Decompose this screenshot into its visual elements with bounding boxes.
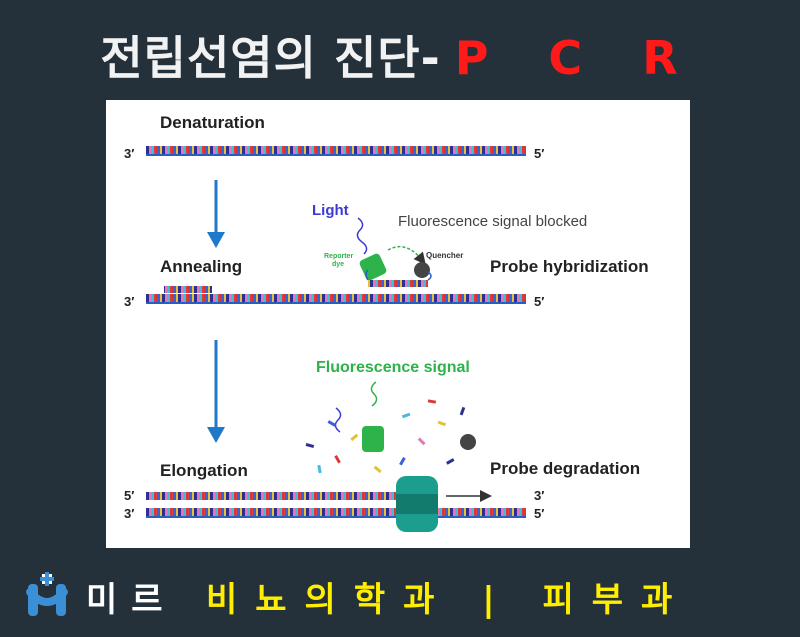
probe-strand [365,269,432,287]
stage-annealing-label: Annealing [160,257,242,276]
strand-end-3-label: 3′ [534,488,544,503]
probe-degradation-label: Probe degradation [490,459,640,478]
stage-denaturation-label: Denaturation [160,113,265,132]
title-accent: P C R [454,31,700,85]
primer [164,286,212,293]
dna-strand [146,294,526,304]
reporter-dye-icon [359,253,387,281]
signal-label: Fluorescence signal [316,359,470,376]
down-arrow-icon [207,180,225,248]
probe-hybridization-label: Probe hybridization [490,257,649,276]
polymerase-icon [396,476,438,532]
quencher-icon [460,434,476,450]
mir-logo-icon [26,572,68,616]
brand-name: 미르 [86,580,177,620]
strand-end-5-label: 5′ [534,506,544,521]
signal-wave [370,381,378,407]
strand-end-5-label: 5′ [534,146,544,161]
dna-strand [146,508,526,518]
quencher-label: Quencher [426,251,463,260]
light-label: Light [312,202,349,219]
pcr-diagram: Denaturation 3′ 5′ Light Fluorescence si… [124,113,649,532]
footer: 미르 비뇨의학과 | 피부과 [0,566,800,626]
department-names: 비뇨의학과 | 피부과 [206,580,691,620]
reporter-label-line1: Reporter [324,253,353,260]
blocked-arrow [387,245,426,265]
blocked-label: Fluorescence signal blocked [398,213,587,230]
dna-strand [146,146,526,156]
new-strand [146,492,436,500]
strand-end-3-label: 3′ [124,294,134,309]
page-title: 전립선염의 진단-P C R [0,22,800,88]
reporter-label-line2: dye [332,261,344,268]
light-wave [334,407,342,433]
reporter-dye-icon [362,426,384,452]
quencher-icon [414,262,430,278]
title-main: 전립선염의 진단- [100,31,441,85]
light-wave [356,217,368,255]
pcr-diagram-panel: Denaturation 3′ 5′ Light Fluorescence si… [106,100,690,548]
strand-end-5-label: 5′ [124,488,134,503]
strand-end-3-label: 3′ [124,146,134,161]
down-arrow-icon [207,340,225,443]
strand-end-3-label: 3′ [124,506,134,521]
strand-end-5-label: 5′ [534,294,544,309]
nucleotide-fragments [305,399,466,474]
stage-elongation-label: Elongation [160,461,248,480]
